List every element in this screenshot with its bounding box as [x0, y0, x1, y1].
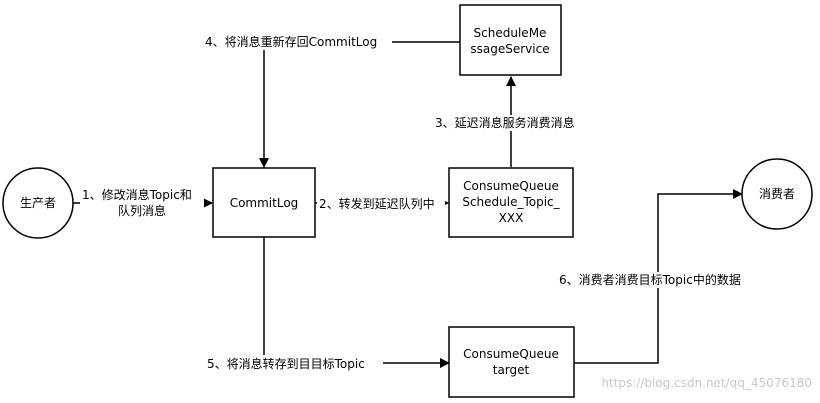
- target-queue-node: [448, 326, 575, 398]
- schedule-queue-node: [448, 167, 574, 238]
- schedule-queue-label-line2: Schedule_Topic_: [462, 195, 560, 209]
- producer-label: 生产者: [20, 196, 56, 210]
- step2-label: 2、转发到延迟队列中: [319, 196, 435, 211]
- step4-label-bg: [202, 34, 392, 50]
- step5-label: 5、将消息转存到目目标Topic: [207, 356, 365, 371]
- step1-label-bg: [80, 185, 204, 221]
- target-queue-label-line1: ConsumeQueue: [463, 347, 559, 361]
- step5-label-bg: [205, 355, 383, 371]
- commitlog-label: CommitLog: [230, 196, 299, 210]
- target-queue-label-line2: target: [493, 363, 530, 377]
- consumer-label: 消费者: [759, 187, 795, 201]
- edge-commitlog-to-target-queue: [263, 237, 450, 368]
- step4-label: 4、将消息重新存回CommitLog: [205, 34, 377, 49]
- step3-label-bg: [434, 115, 588, 131]
- schedule-queue-label-line1: ConsumeQueue: [463, 179, 559, 193]
- schedule-queue-label-line3: XXX: [499, 211, 524, 225]
- consumer-node: [741, 158, 813, 230]
- step6-label: 6、消费者消费目标Topic中的数据: [559, 272, 741, 287]
- watermark: https://blog.csdn.net/qq_45076180: [601, 376, 812, 390]
- schedule-service-label-line2: ssageService: [470, 42, 549, 56]
- step2-label-bg: [317, 196, 445, 212]
- step3-label: 3、延迟消息服务消费消息: [435, 115, 575, 130]
- step1-label-line1: 1、修改消息Topic和: [82, 187, 192, 202]
- edge-service-to-commitlog: [259, 41, 460, 168]
- commitlog-node: [212, 167, 316, 238]
- schedule-service-label-line1: ScheduleMe: [474, 26, 547, 40]
- step1-label-line2: 队列消息: [118, 203, 166, 218]
- producer-node: [2, 167, 74, 239]
- step6-label-bg: [557, 272, 763, 288]
- schedule-service-node: [459, 4, 562, 76]
